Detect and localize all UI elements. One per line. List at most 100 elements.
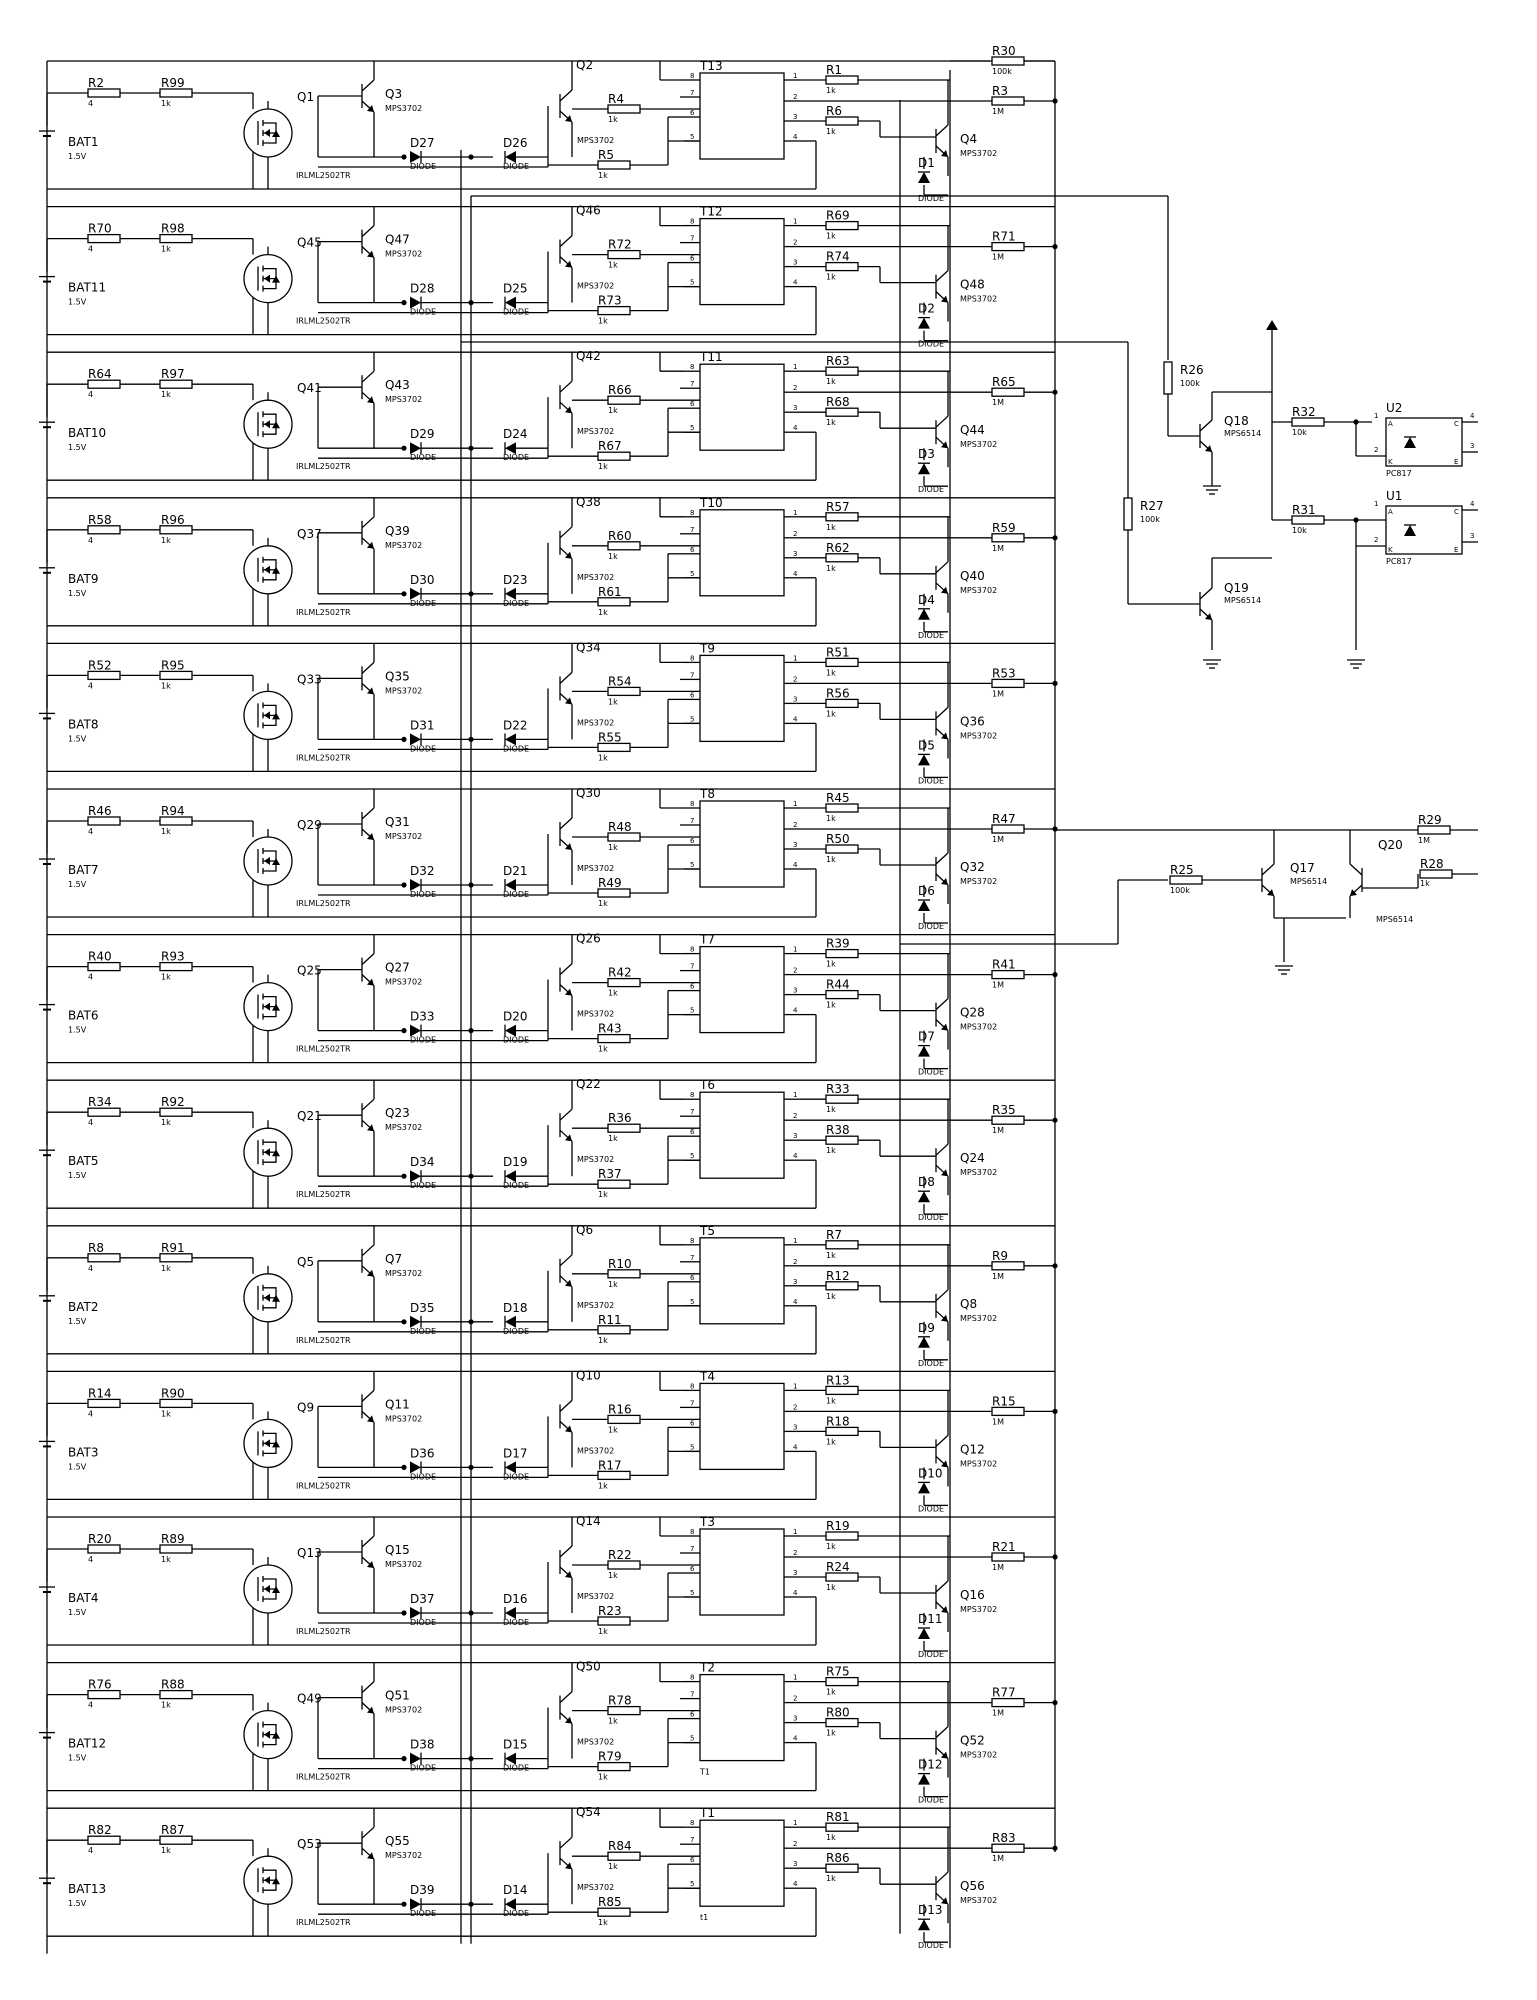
diode-body (918, 463, 930, 475)
ic-pin-number: 6 (690, 691, 695, 699)
junction-dot (1052, 1117, 1058, 1123)
resistor-ro1 (825, 512, 859, 522)
junction-dot (468, 1319, 474, 1325)
transistor-collector (935, 852, 949, 865)
ic-chip (699, 72, 785, 160)
gate-resistor (159, 233, 193, 244)
resistor-rout-label: R41 (992, 958, 1016, 972)
ic-label: T4 (699, 1369, 715, 1383)
junction-dot (401, 591, 407, 597)
transistor-qout-part: MPS3702 (960, 586, 997, 595)
ic-pin-number: 4 (793, 1298, 798, 1306)
resistor-rc-label: R55 (598, 730, 622, 744)
gate-resistor-value: 1k (161, 1118, 171, 1127)
transistor-collector (935, 1143, 949, 1156)
series-resistor-value: 4 (88, 1409, 93, 1418)
battery-plate-fill (43, 426, 51, 429)
ic-pin-number: 7 (690, 1545, 694, 1553)
resistor-ro1-value: 1k (826, 1396, 836, 1405)
gate-resistor-value: 1k (161, 1264, 171, 1273)
diode-da-part: DIODE (410, 1327, 436, 1336)
battery (39, 1586, 55, 1593)
resistor-rout-label: R83 (992, 1831, 1016, 1845)
gate-resistor-label: R89 (161, 1532, 185, 1546)
diode-body (410, 1170, 421, 1183)
transistor-arrow (1267, 889, 1274, 896)
resistor-rout-value: 1M (992, 835, 1004, 844)
ic-pin-number: 7 (690, 526, 694, 534)
diode-body (410, 1024, 421, 1037)
series-resistor (87, 1835, 121, 1845)
transistor-qb-part: MPS3702 (577, 1592, 614, 1601)
diode-dout (918, 1627, 930, 1639)
transistor-qa-label: Q31 (385, 815, 410, 829)
diode-dout (918, 899, 930, 911)
mosfet-label: Q29 (297, 818, 322, 832)
battery-value: 1.5V (68, 734, 87, 743)
resistor-rb (607, 1851, 641, 1861)
transistor-collector (559, 1836, 573, 1849)
diode-da (410, 1607, 422, 1619)
resistor-ro1-value: 1k (826, 523, 836, 532)
ic-pin-number: 1 (793, 1674, 797, 1682)
transistor-collector (935, 1289, 949, 1302)
diode-db (504, 1461, 516, 1474)
diode-dout-label: D4 (918, 593, 935, 607)
resistor-rb-value: 1k (608, 1862, 618, 1871)
ic-pin-number: 8 (690, 509, 694, 517)
diode-da (410, 733, 422, 746)
diode-db-label: D24 (503, 427, 528, 441)
ic-pin-number: 8 (690, 654, 694, 662)
ic-chip (699, 1237, 785, 1325)
transistor-arrow (367, 1561, 374, 1568)
transistor-collector (935, 1726, 949, 1739)
resistor-rb (607, 1269, 641, 1279)
opto-pin-number: 1 (1374, 500, 1378, 508)
transistor-arrow (941, 586, 948, 594)
ic-pin-number: 8 (690, 1091, 694, 1099)
resistor-rout (991, 969, 1025, 980)
transistor-collector (559, 1254, 573, 1267)
transistor-collector (559, 1108, 573, 1121)
ic-pin-number: 4 (793, 1007, 798, 1015)
transistor-qb (559, 1691, 573, 1725)
diode-body (918, 754, 930, 766)
series-resistor-label: R52 (88, 658, 112, 672)
transistor-arrow (941, 1314, 948, 1322)
junction-dot (468, 882, 474, 888)
transistor-qout (935, 1580, 949, 1614)
wiring (46, 60, 1478, 1954)
transistor-qa-label: Q35 (385, 669, 410, 683)
transistor-arrow (367, 1269, 374, 1277)
ic-pin-number: 2 (793, 1695, 797, 1703)
mosfet-label: Q25 (297, 964, 322, 978)
junction-dot (401, 1610, 407, 1616)
diode-body (505, 442, 516, 455)
resistor-rb-label: R48 (608, 820, 632, 834)
opto-pin-c: C (1454, 420, 1459, 428)
battery-plate-fill (43, 1154, 51, 1157)
junction-dot (401, 1028, 407, 1034)
battery-plate-fill (43, 1591, 51, 1593)
transistor-arrow (565, 551, 572, 559)
transistor-qa (361, 807, 375, 841)
resistor-rc (597, 888, 631, 898)
ic-pin-number: 4 (793, 1152, 798, 1160)
resistor-rout (991, 1843, 1025, 1853)
resistor-r30-label: R30 (992, 44, 1016, 58)
series-resistor-label: R8 (88, 1241, 104, 1255)
battery-plate-fill (43, 717, 51, 720)
series-resistor-value: 4 (88, 973, 93, 982)
battery-label: BAT5 (68, 1154, 98, 1168)
ic-pin-number: 5 (690, 1880, 694, 1888)
diode-body (918, 172, 930, 183)
diode-dout-label: D3 (918, 447, 935, 461)
resistor-ro2-label: R50 (826, 832, 850, 846)
battery-value: 1.5V (68, 880, 87, 889)
series-resistor-label: R40 (88, 950, 112, 964)
resistor-rb (607, 1705, 641, 1716)
transistor-qb-part: MPS3702 (577, 136, 614, 145)
resistor-rb-label: R78 (608, 1694, 632, 1708)
ic-pin-number: 1 (793, 946, 797, 954)
diode-dout (918, 753, 930, 766)
